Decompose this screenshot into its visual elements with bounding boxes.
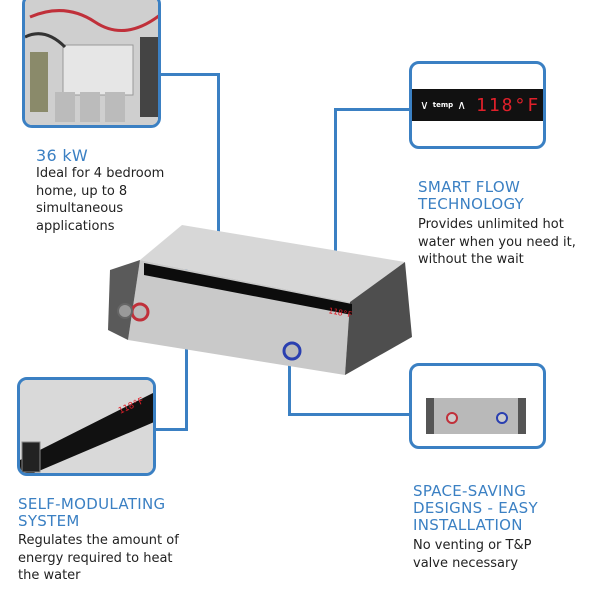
feature-title: 36 kW xyxy=(36,146,89,165)
connector-line xyxy=(334,108,337,288)
text-line: SPACE-SAVING xyxy=(413,482,527,500)
text-line: INSTALLATION xyxy=(413,516,523,534)
cold-water-inlet xyxy=(282,341,302,361)
text-line: without the wait xyxy=(418,252,524,267)
chevron-up-icon: ∧ xyxy=(457,98,466,112)
connector-line xyxy=(217,73,220,243)
feature-title: SPACE-SAVING DESIGNS - EASY INSTALLATION xyxy=(413,483,538,534)
feature-description: No venting or T&P valve necessary xyxy=(413,537,531,572)
text-line: Ideal for 4 bedroom xyxy=(36,166,165,181)
connector-line xyxy=(157,73,220,76)
text-line: Provides unlimited hot xyxy=(418,217,564,232)
feature-description: Ideal for 4 bedroom home, up to 8 simult… xyxy=(36,165,164,235)
text-line: SELF-MODULATING xyxy=(18,495,166,513)
text-line: TECHNOLOGY xyxy=(418,195,525,213)
text-line: Regulates the amount of xyxy=(18,533,179,548)
text-line: water when you need it, xyxy=(418,234,576,250)
control-panel-detail: 118°F xyxy=(17,377,156,476)
display-panel: ∨ temp ∧ 118°F xyxy=(412,89,543,121)
text-line: DESIGNS - EASY xyxy=(413,499,538,517)
hot-water-outlet xyxy=(130,302,150,322)
water-heater-unit: 118°F xyxy=(108,225,412,375)
feature-description: Regulates the amount of energy required … xyxy=(18,532,179,585)
installation-illustration xyxy=(426,398,526,434)
wiring-illustration xyxy=(25,0,158,125)
connector-line xyxy=(288,362,291,416)
text-line: valve necessary xyxy=(413,555,519,571)
text-line: applications xyxy=(36,218,115,234)
connector-line xyxy=(288,413,412,416)
text-line: No venting or T&P xyxy=(413,538,532,553)
wiring-detail-image xyxy=(22,0,161,128)
text-line: simultaneous xyxy=(36,201,124,216)
feature-title: SELF-MODULATING SYSTEM xyxy=(18,496,165,530)
control-strip xyxy=(144,263,352,315)
connector-line xyxy=(153,428,188,431)
chevron-down-icon: ∨ xyxy=(420,98,429,112)
temperature-readout: 118°F xyxy=(476,94,541,116)
text-line: SYSTEM xyxy=(18,512,80,530)
installation-detail xyxy=(409,363,546,449)
text-line: the water xyxy=(18,568,81,583)
feature-description: Provides unlimited hot water when you ne… xyxy=(418,216,576,269)
feature-title: SMART FLOW TECHNOLOGY xyxy=(418,179,524,213)
temp-label: temp xyxy=(432,101,454,109)
temperature-display-detail: ∨ temp ∧ 118°F xyxy=(409,61,546,149)
text-line: home, up to 8 xyxy=(36,183,128,199)
text-line: SMART FLOW xyxy=(418,178,521,196)
text-line: energy required to heat xyxy=(18,550,173,566)
control-panel-illustration: 118°F xyxy=(20,380,153,473)
connector-line xyxy=(334,108,412,111)
